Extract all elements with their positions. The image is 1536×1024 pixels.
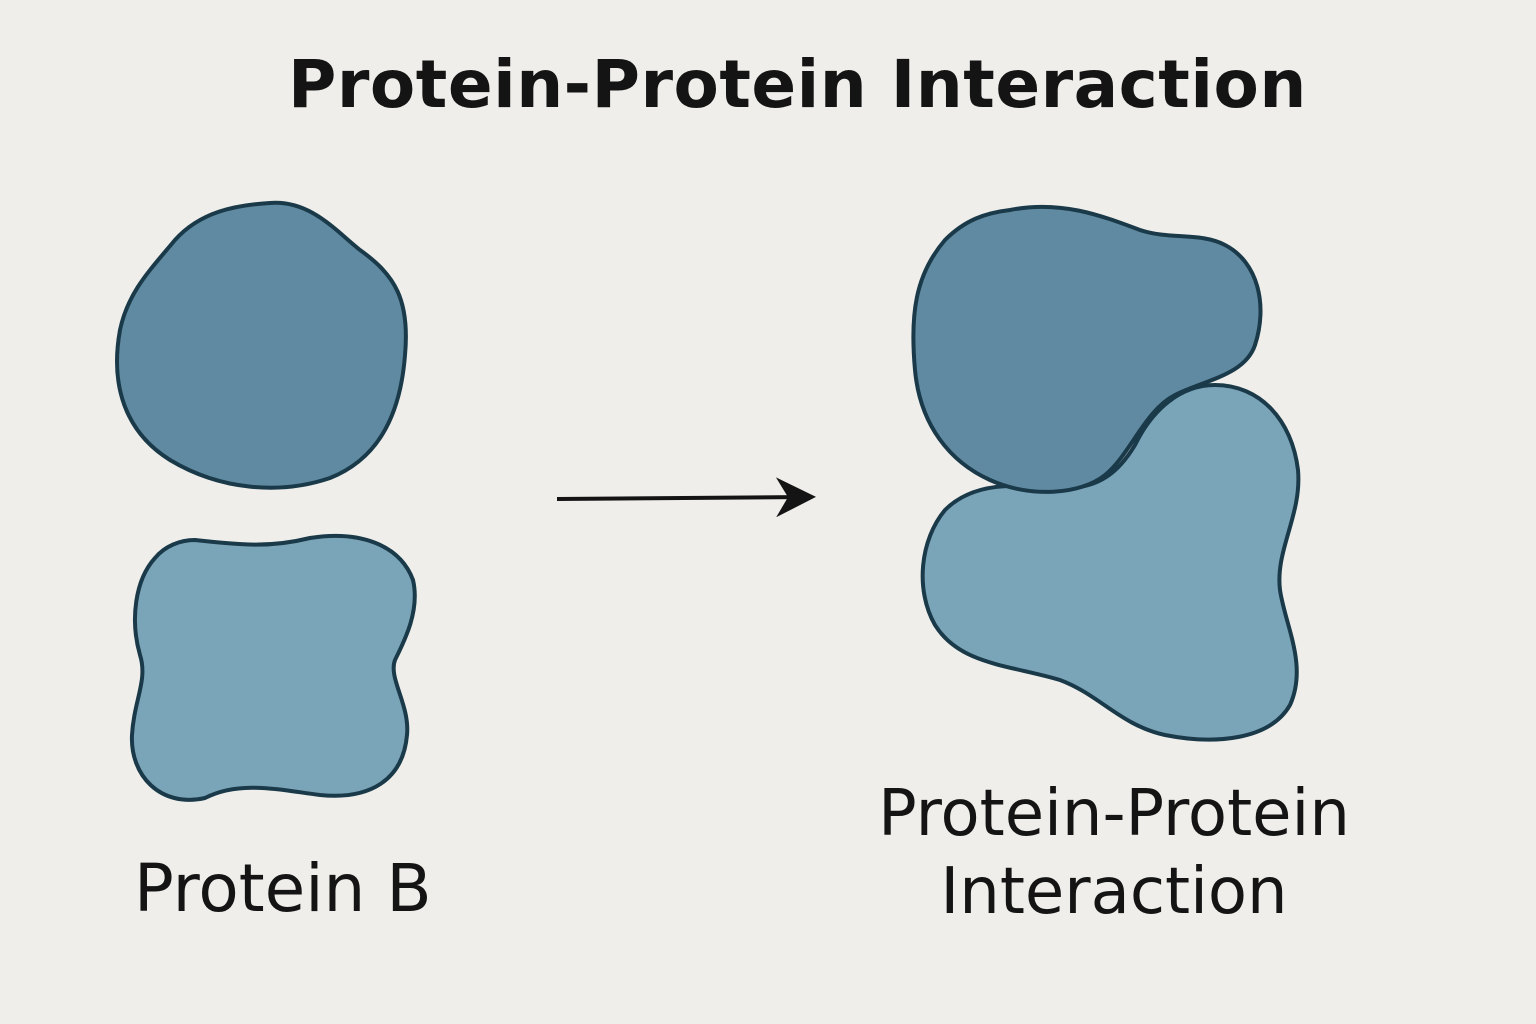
- protein-a-shape: [115, 200, 408, 490]
- complex-dark-protein-shape: [911, 204, 1263, 494]
- complex-label: Protein-Protein Interaction: [866, 775, 1362, 931]
- diagram-title: Protein-Protein Interaction: [288, 46, 1307, 123]
- complex-label-line2: Interaction: [940, 855, 1288, 929]
- complex-label-line1: Protein-Protein: [878, 777, 1350, 851]
- protein-b-label: Protein B: [134, 850, 432, 927]
- reaction-arrow: [556, 477, 816, 518]
- protein-b-shape: [129, 533, 417, 802]
